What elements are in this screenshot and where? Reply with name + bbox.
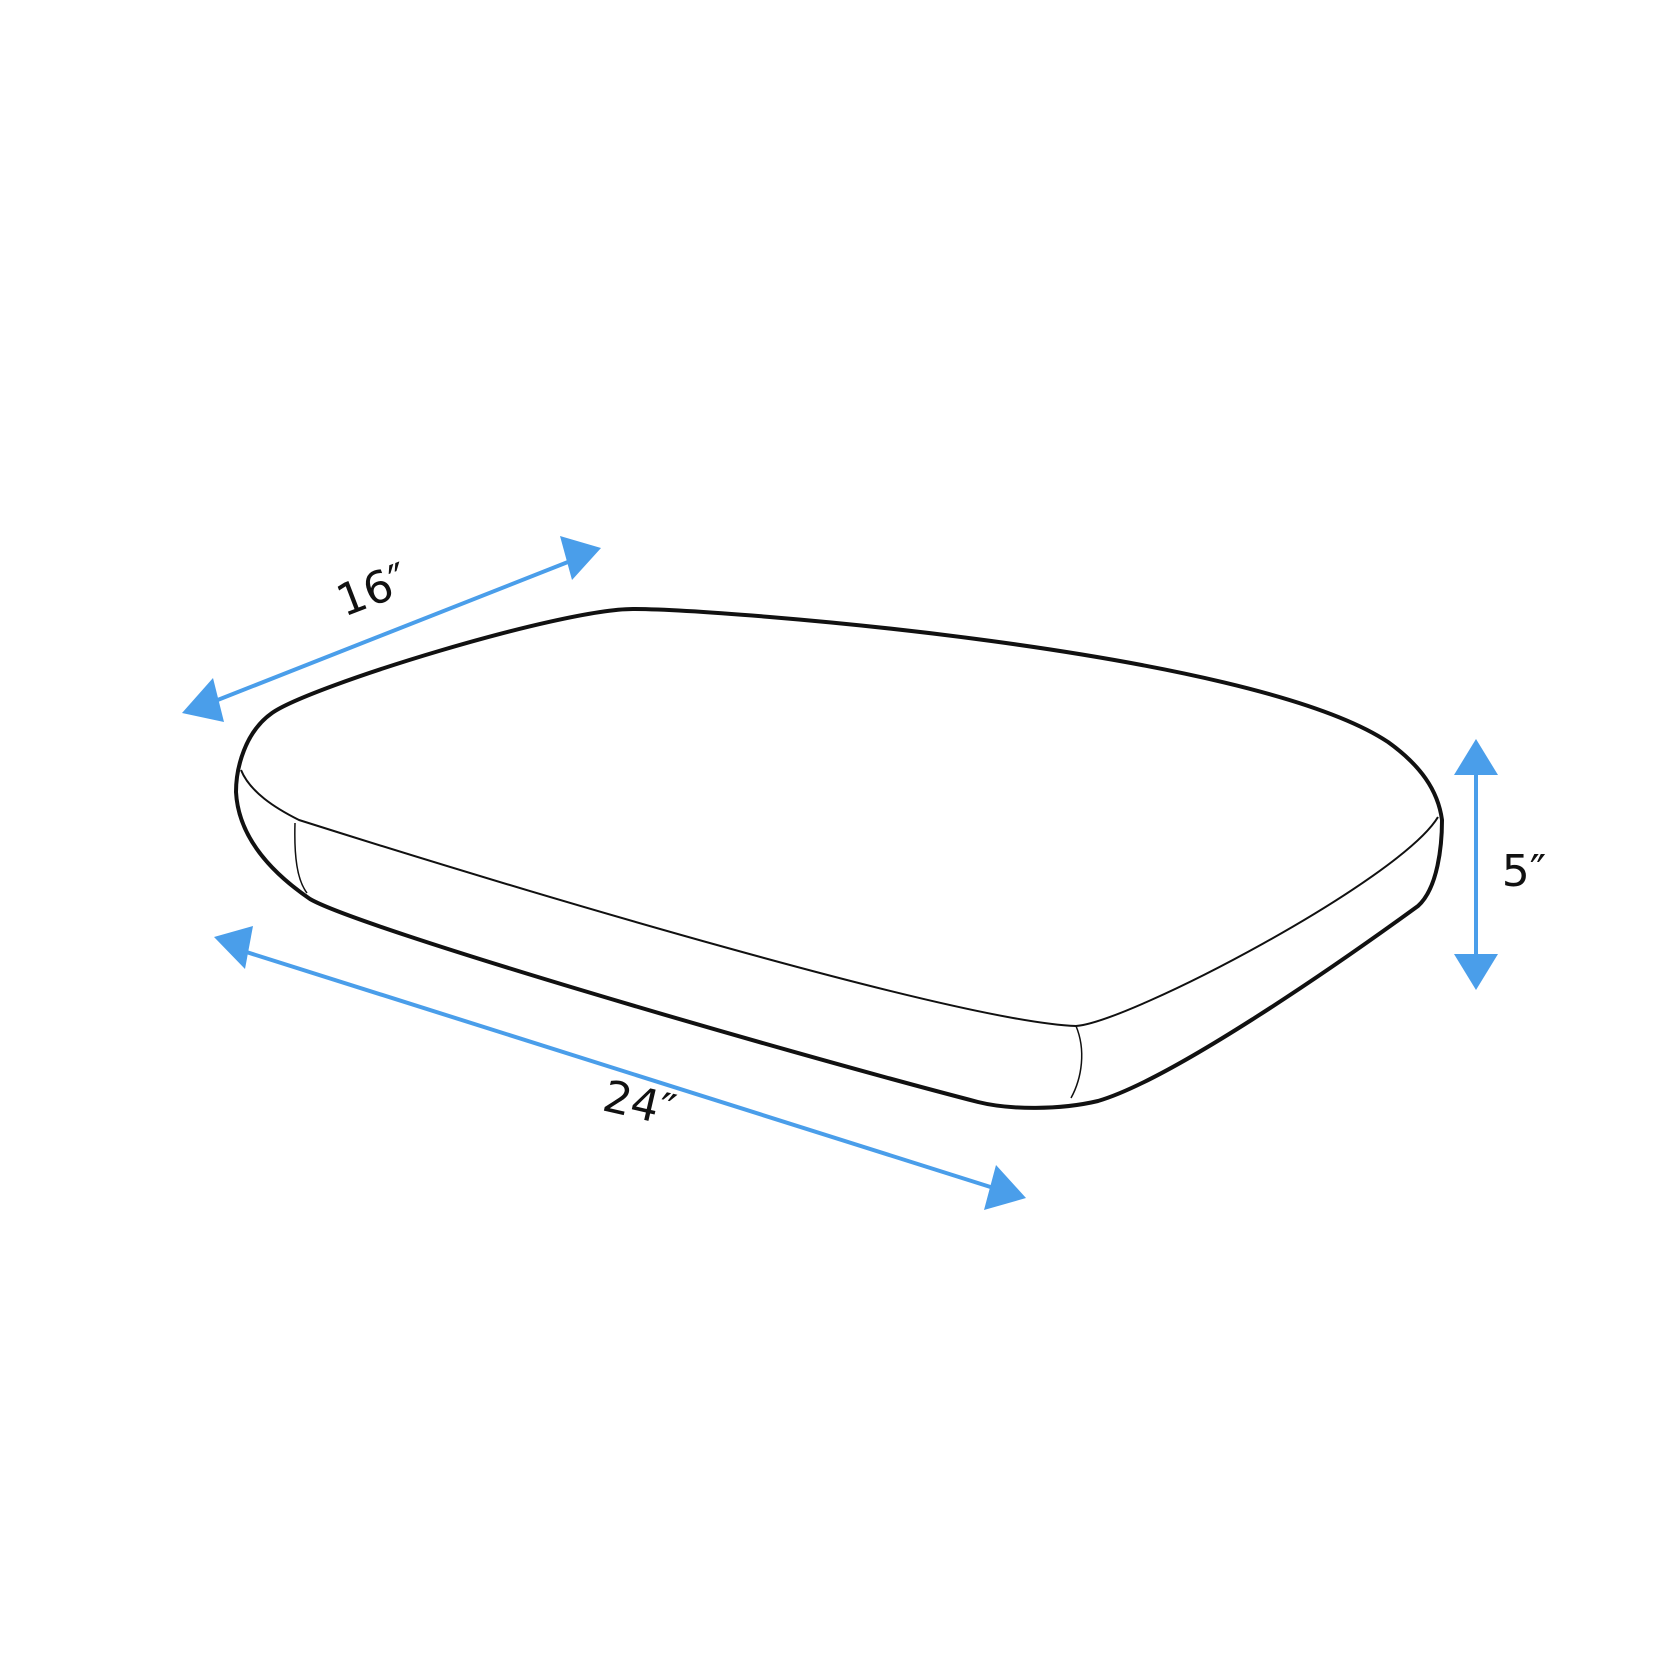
depth-dimension: 16″ [182, 536, 601, 722]
height-arrowhead-bottom [1454, 954, 1498, 990]
depth-arrow-line [209, 558, 574, 705]
width-dimension: 24″ [214, 926, 1026, 1210]
width-arrow-line [239, 948, 1001, 1192]
cushion-top-seam [240, 769, 1439, 1028]
width-arrowhead-end [984, 1165, 1026, 1210]
width-arrowhead-start [214, 926, 253, 969]
cushion-left-corner-seam [294, 822, 308, 894]
cushion-right-corner-seam [1070, 1025, 1083, 1099]
depth-label: 16″ [330, 554, 416, 628]
height-label: 5″ [1502, 846, 1546, 897]
height-dimension: 5″ [1454, 739, 1546, 990]
width-label: 24″ [598, 1071, 680, 1137]
depth-arrowhead-end [560, 536, 601, 580]
depth-arrowhead-start [182, 678, 224, 722]
height-arrowhead-top [1454, 739, 1498, 775]
cushion-outline [234, 607, 1444, 1110]
